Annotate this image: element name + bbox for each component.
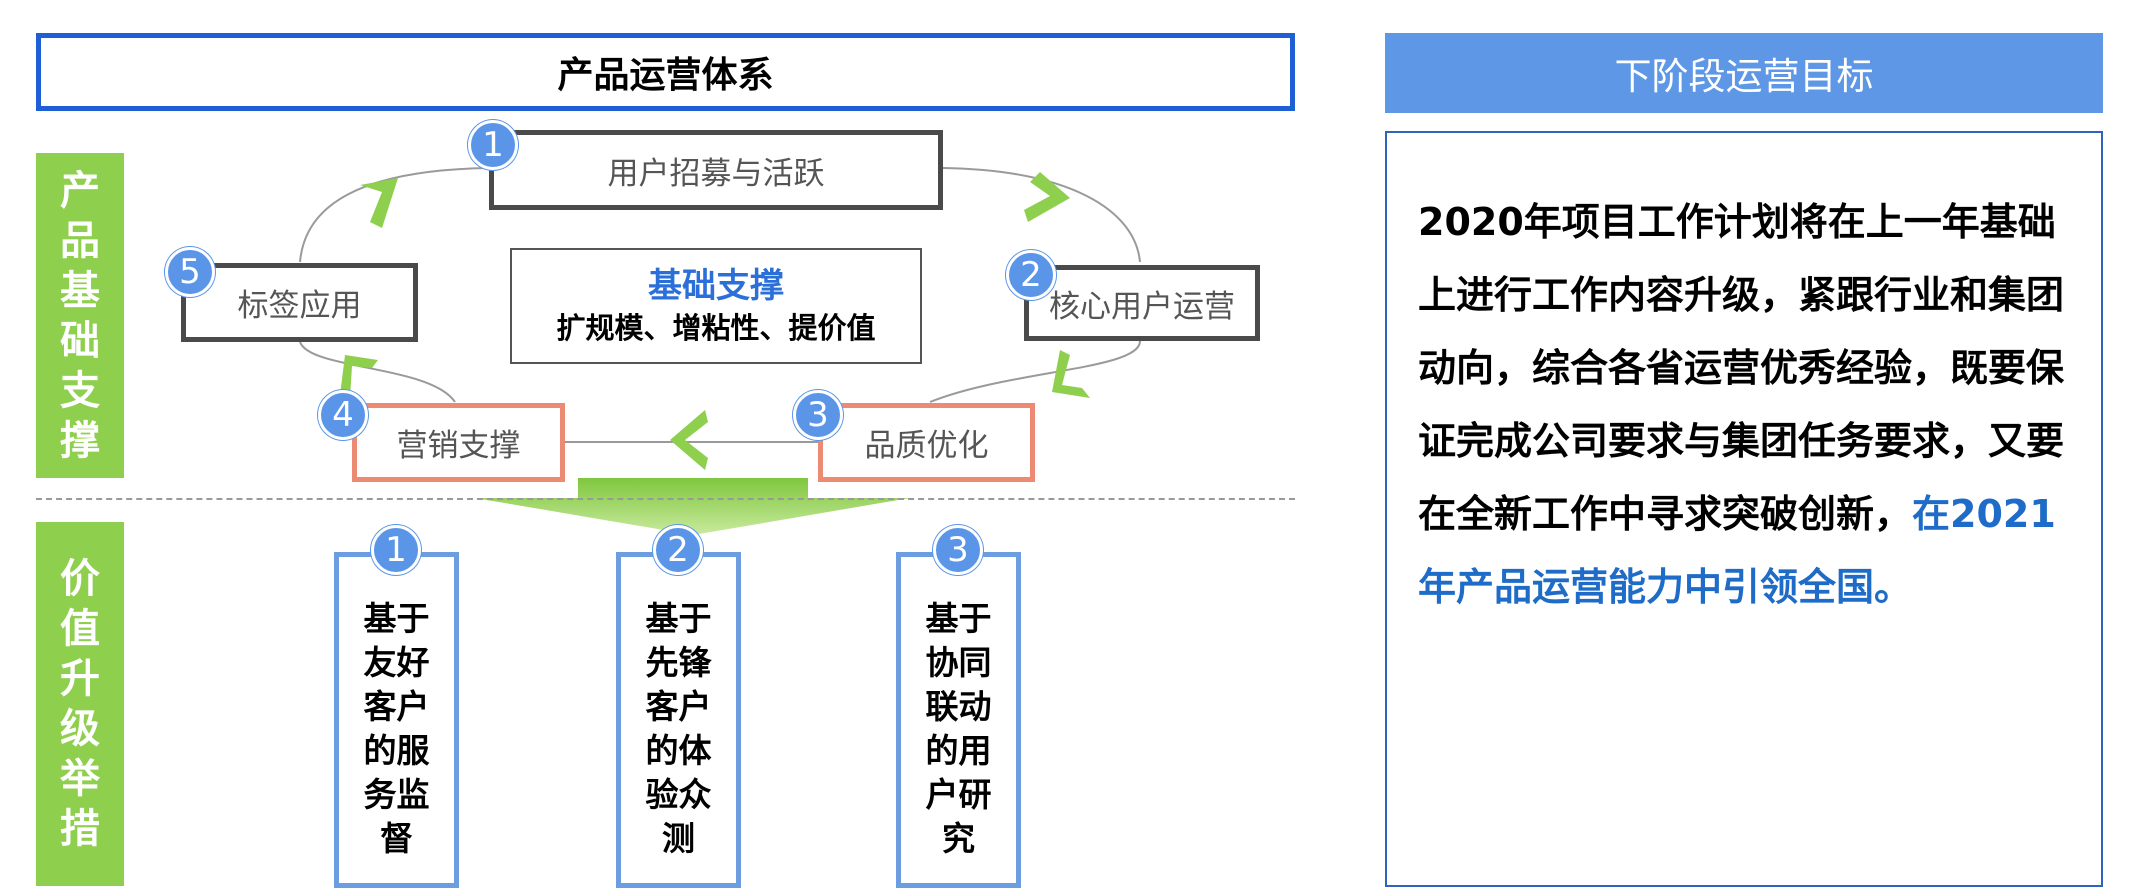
- connector-5-1: [299, 167, 490, 263]
- step-number-badge: 2: [1006, 250, 1056, 300]
- vertical-label-char: 产: [60, 167, 100, 214]
- next-stage-goals-header: 下阶段运营目标: [1385, 33, 2103, 113]
- measure-number-badge: 1: [371, 525, 421, 575]
- measure-column: 基于先锋客户的体验众测: [616, 552, 741, 888]
- vertical-label-foundation: 产 品 基 础 支 撑: [36, 153, 124, 478]
- next-stage-goals-panel: [1385, 131, 2103, 887]
- cycle-node-label: 核心用户运营: [1049, 288, 1235, 325]
- vertical-label-char: 支: [60, 367, 100, 414]
- cycle-node-quality: 品质优化: [818, 403, 1035, 482]
- measure-text: 基于友好客户的服务监督: [363, 599, 430, 858]
- measure-number-badge: 3: [933, 525, 983, 575]
- vertical-label-value: 价 值 升 级 举 措: [36, 522, 124, 886]
- arrow-chevron-icon: [1052, 350, 1090, 398]
- cycle-node-label: 标签应用: [237, 288, 362, 324]
- arrow-chevron-icon: [340, 355, 378, 398]
- step-number-badge: 1: [468, 120, 518, 170]
- vertical-label-char: 级: [60, 706, 100, 752]
- cycle-node-label: 营销支撑: [396, 428, 521, 464]
- measure-column: 基于协同联动的用户研究: [896, 552, 1021, 888]
- cycle-node-user-recruitment: 用户招募与活跃: [489, 130, 943, 210]
- vertical-label-char: 础: [60, 317, 100, 364]
- vertical-label-char: 措: [60, 806, 100, 852]
- section-divider: [36, 498, 1295, 500]
- measure-column: 基于友好客户的服务监督: [334, 552, 459, 888]
- arrow-chevron-icon: [360, 178, 398, 228]
- cycle-node-label: 品质优化: [864, 428, 989, 464]
- cycle-node-label: 用户招募与活跃: [607, 155, 825, 192]
- foundation-center-box: 基础支撑 扩规模、增粘性、提价值: [510, 248, 922, 364]
- cycle-node-marketing: 营销支撑: [352, 403, 565, 482]
- arrow-chevron-icon: [670, 410, 708, 470]
- vertical-label-char: 价: [60, 556, 100, 602]
- vertical-label-char: 撑: [60, 417, 100, 464]
- foundation-title: 基础支撑: [648, 266, 784, 306]
- page-title: 产品运营体系: [36, 33, 1295, 111]
- foundation-subtitle: 扩规模、增粘性、提价值: [556, 311, 876, 345]
- goals-highlight-text: 在2021年产品运营能力中引领全国。: [1418, 492, 2056, 609]
- vertical-label-char: 升: [60, 656, 100, 702]
- goals-body-text: 2020年项目工作计划将在上一年基础上进行工作内容升级，紧跟行业和集团动向，综合…: [1418, 200, 2065, 536]
- vertical-label-char: 基: [60, 267, 100, 314]
- arrow-chevron-icon: [1024, 172, 1070, 222]
- measure-text: 基于先锋客户的体验众测: [645, 599, 712, 858]
- vertical-label-char: 品: [60, 217, 100, 264]
- measure-number-badge: 2: [653, 525, 703, 575]
- vertical-label-char: 值: [60, 606, 100, 652]
- step-number-badge: 4: [318, 390, 368, 440]
- step-number-badge: 3: [793, 390, 843, 440]
- next-stage-goals-text: 2020年项目工作计划将在上一年基础上进行工作内容升级，紧跟行业和集团动向，综合…: [1418, 186, 2078, 624]
- measure-text: 基于协同联动的用户研究: [925, 599, 992, 858]
- connector-2-3: [929, 340, 1141, 403]
- cycle-node-core-user-ops: 核心用户运营: [1024, 265, 1260, 341]
- cycle-node-tag-application: 标签应用: [181, 263, 418, 342]
- connector-1-2: [942, 167, 1141, 263]
- funnel-arrow: [475, 478, 910, 535]
- vertical-label-char: 举: [60, 756, 100, 802]
- step-number-badge: 5: [165, 247, 215, 297]
- connector-5-4: [299, 341, 456, 403]
